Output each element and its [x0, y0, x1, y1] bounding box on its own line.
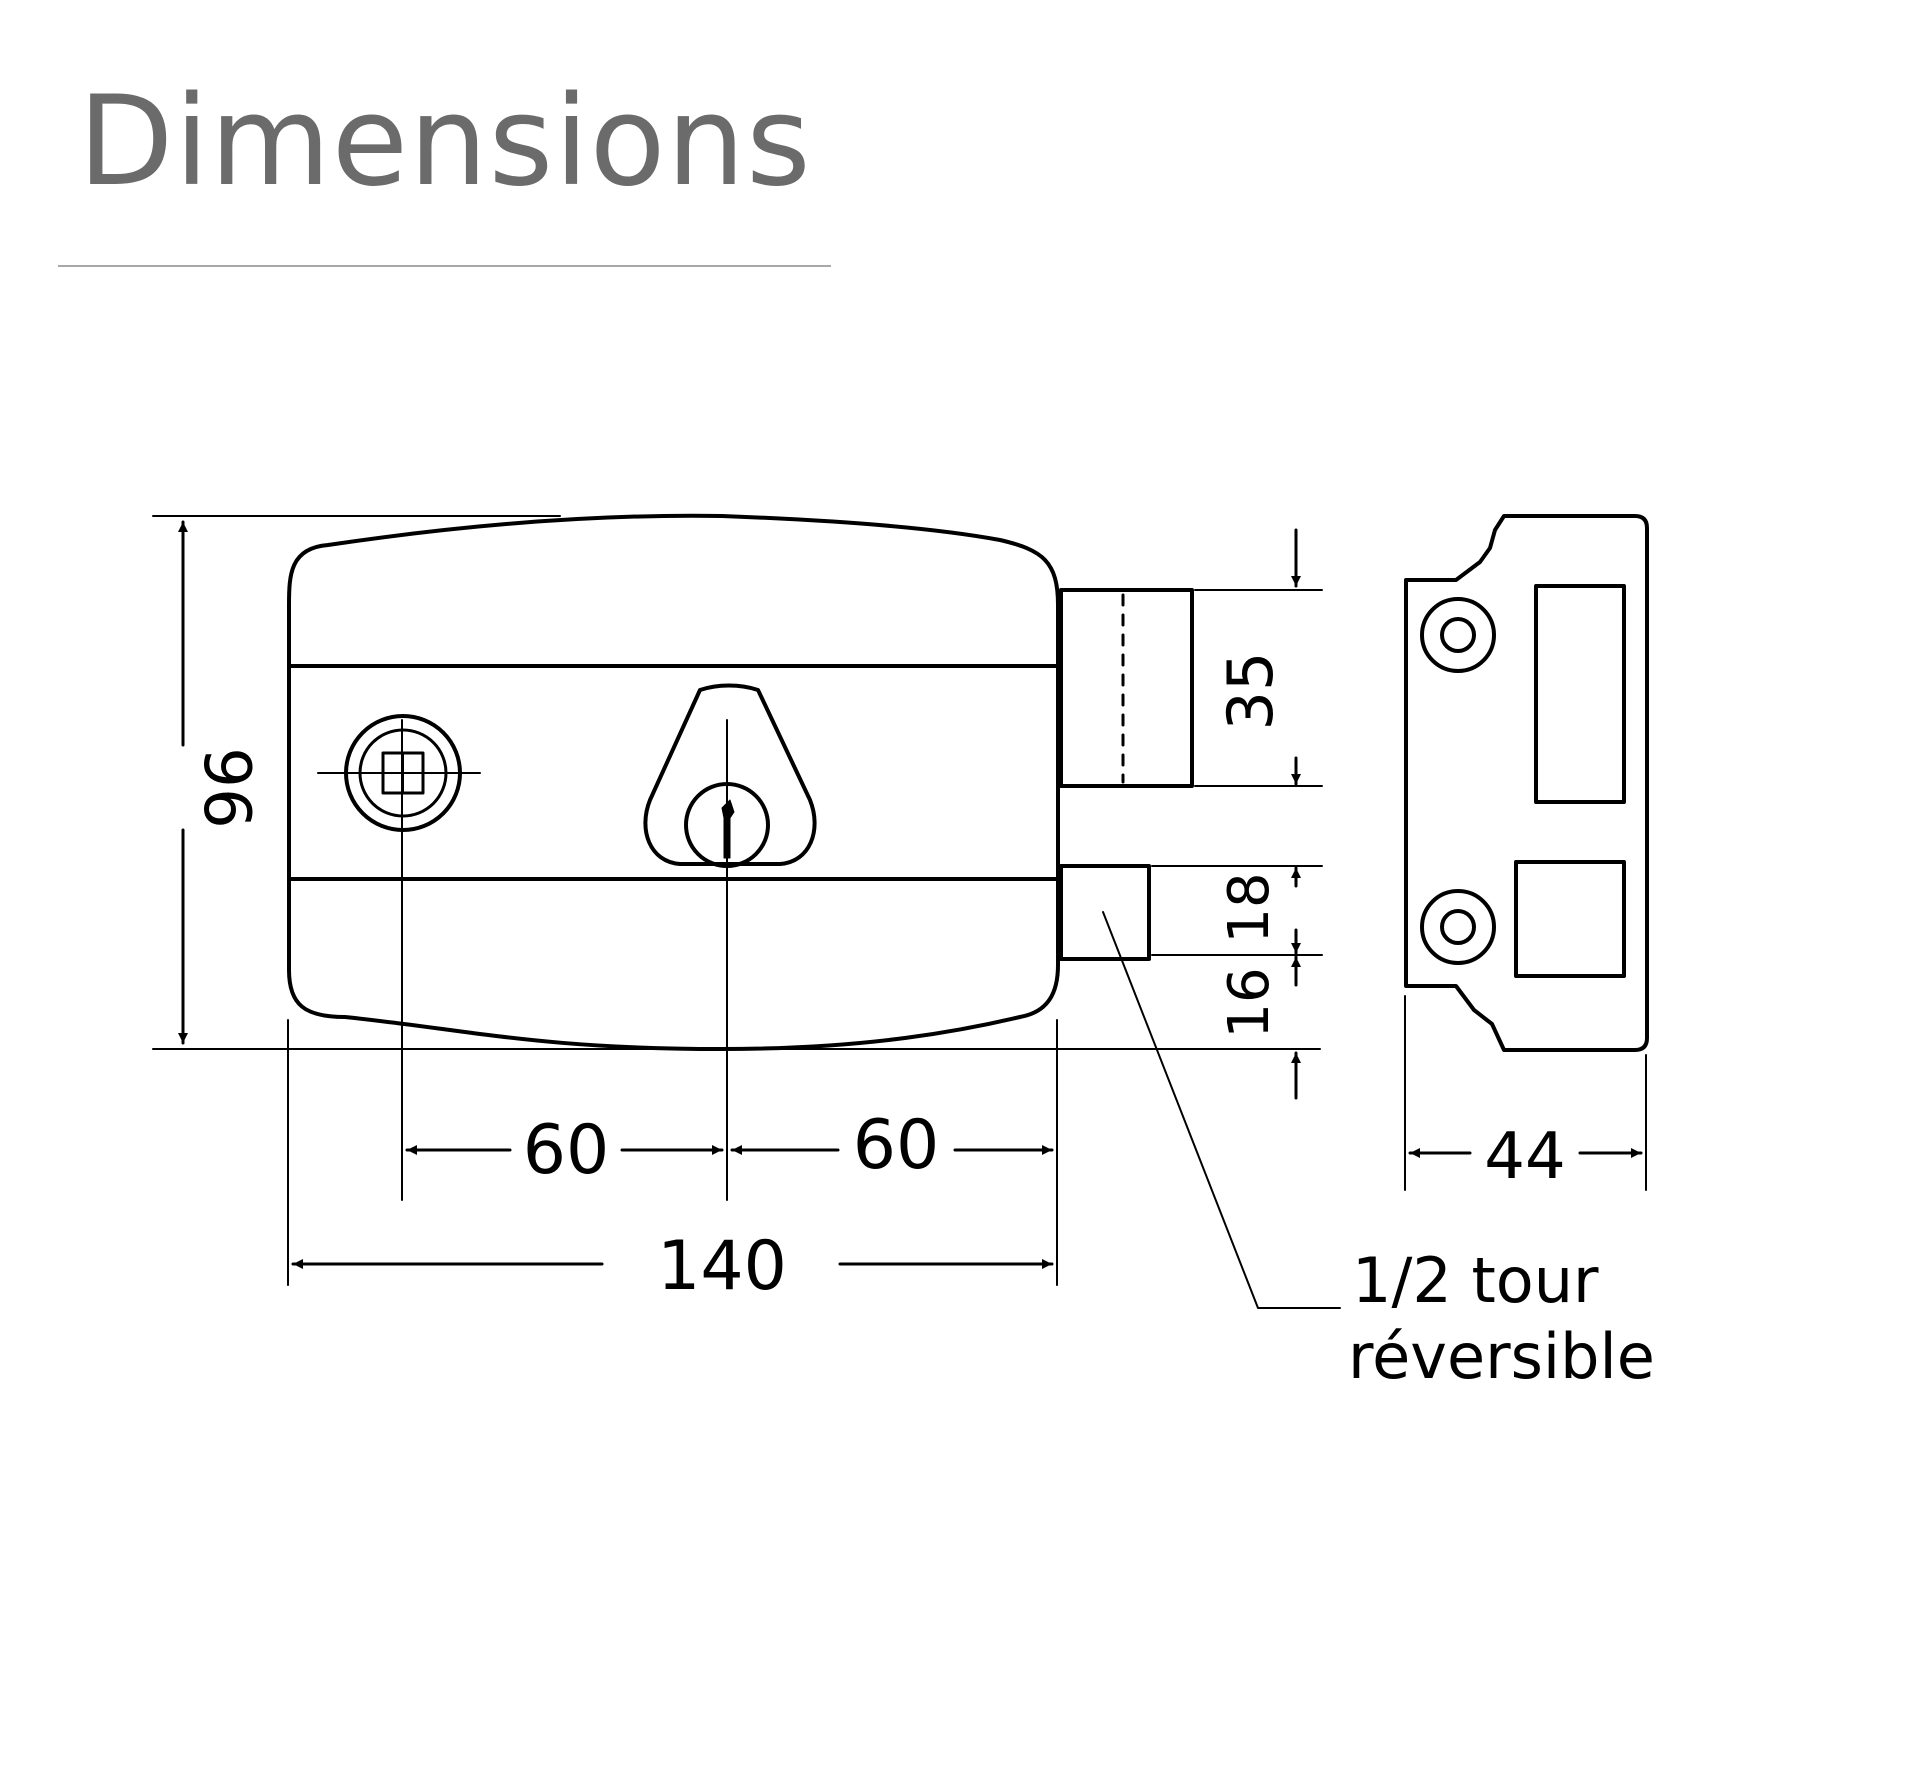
- strike-latch-opening: [1534, 584, 1626, 804]
- dim-height-total: 96: [189, 747, 263, 828]
- dim-left-offset: 60: [523, 1111, 610, 1190]
- key-cylinder: [643, 683, 817, 868]
- extension-lines: [152, 515, 1647, 1286]
- annotation-line-2: réversible: [1348, 1320, 1655, 1393]
- dim-right-offset: 60: [853, 1106, 940, 1185]
- dim-bolt-gap: 16: [1217, 967, 1282, 1038]
- annotation-line-1: 1/2 tour: [1352, 1244, 1599, 1317]
- dim-bolt-height: 18: [1217, 872, 1282, 943]
- dead-bolt: [1059, 864, 1151, 961]
- title-underline: [58, 265, 831, 267]
- dim-width-total: 140: [657, 1227, 787, 1306]
- cylinder-escutcheon: [643, 683, 817, 866]
- strike-plate-outline: [1404, 514, 1649, 1052]
- dim-latch-height: 35: [1214, 652, 1287, 731]
- latch-bolt: [1059, 588, 1194, 788]
- strike-plate: [1404, 514, 1649, 1052]
- page-title: Dimensions: [78, 70, 812, 214]
- lock-body: [287, 513, 1060, 1051]
- annotation-leader-line: [1102, 911, 1341, 1309]
- strike-bolt-opening: [1514, 860, 1626, 978]
- dim-strike-depth: 44: [1484, 1120, 1565, 1194]
- spindle: [317, 714, 481, 832]
- dimension-lines: [178, 520, 1643, 1269]
- lock-body-outline: [287, 513, 1060, 1051]
